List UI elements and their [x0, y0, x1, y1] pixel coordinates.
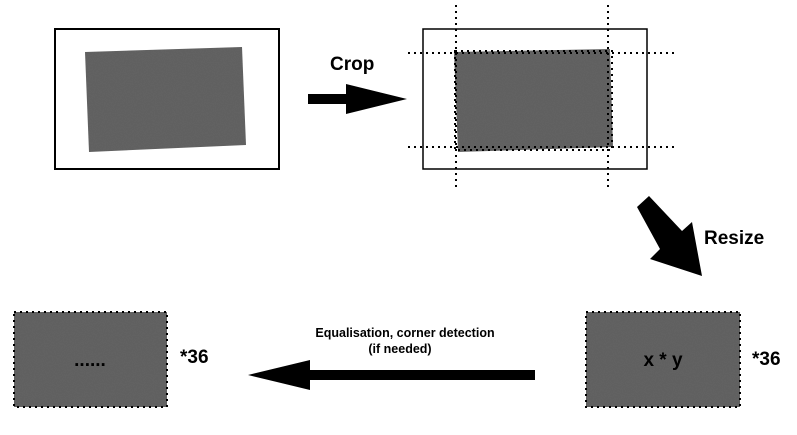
equalisation-label-line1: Equalisation, corner detection [315, 326, 494, 340]
processed-photo [14, 312, 167, 407]
equalisation-arrow-shape [248, 360, 535, 390]
crop-arrow-shape [308, 84, 407, 114]
resized-photo-border [585, 311, 741, 408]
processed-multiplier: *36 [180, 347, 209, 368]
crop-photo-border [454, 50, 613, 151]
original-image [54, 28, 280, 170]
equalisation-label-line2: (if needed) [368, 342, 431, 356]
resize-arrow [637, 196, 702, 276]
resized-tile-text: x * y [643, 350, 683, 371]
resized-photo [586, 312, 740, 407]
resize-arrow-shape [637, 196, 702, 276]
crop-label: Crop [330, 54, 374, 75]
resize-label: Resize [704, 228, 764, 249]
crop-photo [454, 49, 613, 152]
processed-photo-border [13, 311, 168, 408]
processed-tile-text: ...... [74, 350, 106, 371]
equalisation-arrow [248, 360, 535, 390]
processed-tile: ...... [13, 311, 168, 408]
crop-image [408, 5, 676, 190]
crop-arrow [308, 84, 407, 114]
resized-tile: x * y [585, 311, 741, 408]
original-photo [85, 47, 246, 152]
resized-multiplier: *36 [752, 349, 781, 370]
